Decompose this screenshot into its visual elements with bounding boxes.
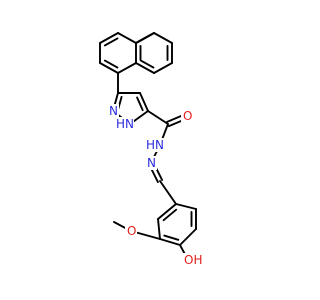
bond-cm-b1 (159, 180, 177, 205)
pyrazole_nh-label-bg (114, 117, 134, 131)
bond-b1-b2 (175, 203, 197, 210)
bond-n6-n7 (117, 32, 137, 44)
bond-b4-b5 (159, 238, 181, 246)
bond-b6-b1-double (162, 208, 178, 222)
hydroxyl-label-bg (182, 253, 202, 267)
imine_n-label-bg (145, 156, 157, 170)
bond-n4-n5-double (139, 59, 155, 69)
carbonyl_o-label: O (183, 109, 192, 123)
hydroxyl-label: OH (184, 253, 202, 267)
methoxy_o-label-bg (125, 224, 137, 238)
bond-b3-b4 (179, 228, 197, 246)
bond-lines (99, 32, 197, 261)
bond-n3-n4 (153, 62, 173, 74)
bond-n9-n10 (99, 62, 119, 74)
bond-b4-b5-double (163, 234, 180, 241)
carbonyl_o-label-bg (181, 109, 193, 123)
amide_nh-label-bg (144, 138, 164, 152)
bond-n1-n2 (153, 32, 173, 44)
amide_nh-label: HN (146, 138, 164, 152)
bond-n4-n5 (135, 62, 155, 74)
bond-c5-c4 (139, 92, 149, 112)
bond-n7-n8 (99, 32, 119, 44)
imine_n-label: N (147, 156, 156, 170)
bond-c5-c4-double (136, 96, 144, 112)
pyrazole_n-label-bg (107, 104, 119, 118)
bond-b5-b6 (157, 218, 161, 240)
bond-b6-b1 (157, 203, 177, 220)
bond-n1-n6-double (137, 33, 153, 43)
bond-n7-n8-double (103, 37, 119, 47)
pyrazole_nh-label: HN (116, 117, 134, 131)
bond-c5-cc (147, 110, 169, 125)
pyrazole_n-label: N (109, 104, 118, 118)
bond-n9-n10-double (103, 59, 119, 69)
methoxy_o-label: O (127, 224, 136, 238)
bond-n10-n5 (117, 62, 137, 74)
